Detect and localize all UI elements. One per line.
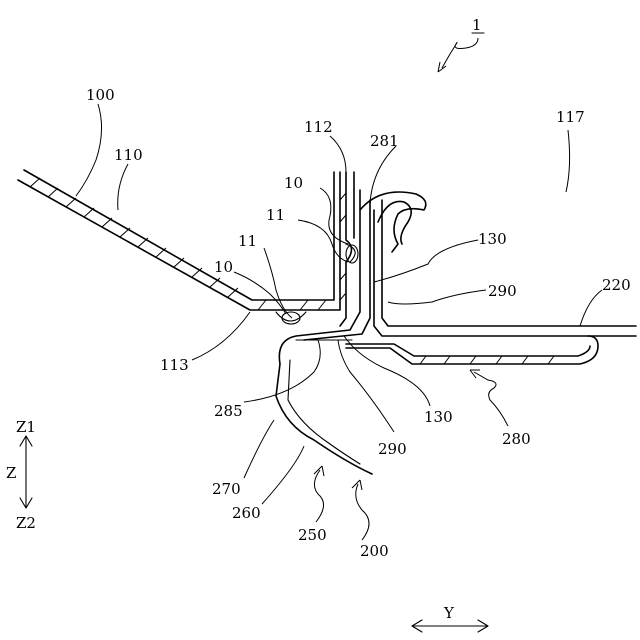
label-channel: 280 bbox=[502, 430, 531, 448]
label-flange-upper: 112 bbox=[304, 118, 333, 136]
label-strip: 220 bbox=[602, 276, 631, 294]
vertical-flange bbox=[340, 172, 358, 326]
panel-hatching bbox=[30, 178, 326, 310]
axis-label-z2: Z2 bbox=[16, 514, 36, 532]
label-panel-outer: 100 bbox=[86, 86, 115, 104]
label-lip-inner: 260 bbox=[232, 504, 261, 522]
channel-arrow bbox=[470, 370, 508, 426]
lower-bead bbox=[276, 312, 306, 324]
label-space: 117 bbox=[556, 108, 585, 126]
lip-arrow bbox=[314, 466, 324, 522]
axis-label-z1: Z1 bbox=[16, 418, 36, 436]
label-adhesive-b: 290 bbox=[378, 440, 407, 458]
label-flange-lower: 113 bbox=[160, 356, 189, 374]
axis-label-y: Y bbox=[443, 604, 455, 622]
lower-part-arrow bbox=[352, 480, 369, 540]
axis-label-z: Z bbox=[6, 464, 16, 482]
label-seal-member-a: 130 bbox=[478, 230, 507, 248]
assembly-arrow bbox=[438, 38, 478, 72]
label-seal-member-b: 130 bbox=[424, 408, 453, 426]
label-lower-part: 200 bbox=[360, 542, 389, 560]
label-adhesive-a: 290 bbox=[488, 282, 517, 300]
label-bead-recess-upper: 11 bbox=[266, 206, 285, 224]
seal-body bbox=[276, 190, 372, 474]
label-panel-skin: 110 bbox=[114, 146, 143, 164]
label-lip-assembly: 250 bbox=[298, 526, 327, 544]
label-lip-outer: 270 bbox=[212, 480, 241, 498]
z-axis-indicator bbox=[20, 436, 32, 508]
label-assembly: 1 bbox=[472, 16, 482, 34]
label-bead-upper: 10 bbox=[284, 174, 303, 192]
label-hook: 281 bbox=[370, 132, 399, 150]
label-bead-lower: 10 bbox=[214, 258, 233, 276]
label-corner: 285 bbox=[214, 402, 243, 420]
label-bead-recess-lower: 11 bbox=[238, 232, 257, 250]
